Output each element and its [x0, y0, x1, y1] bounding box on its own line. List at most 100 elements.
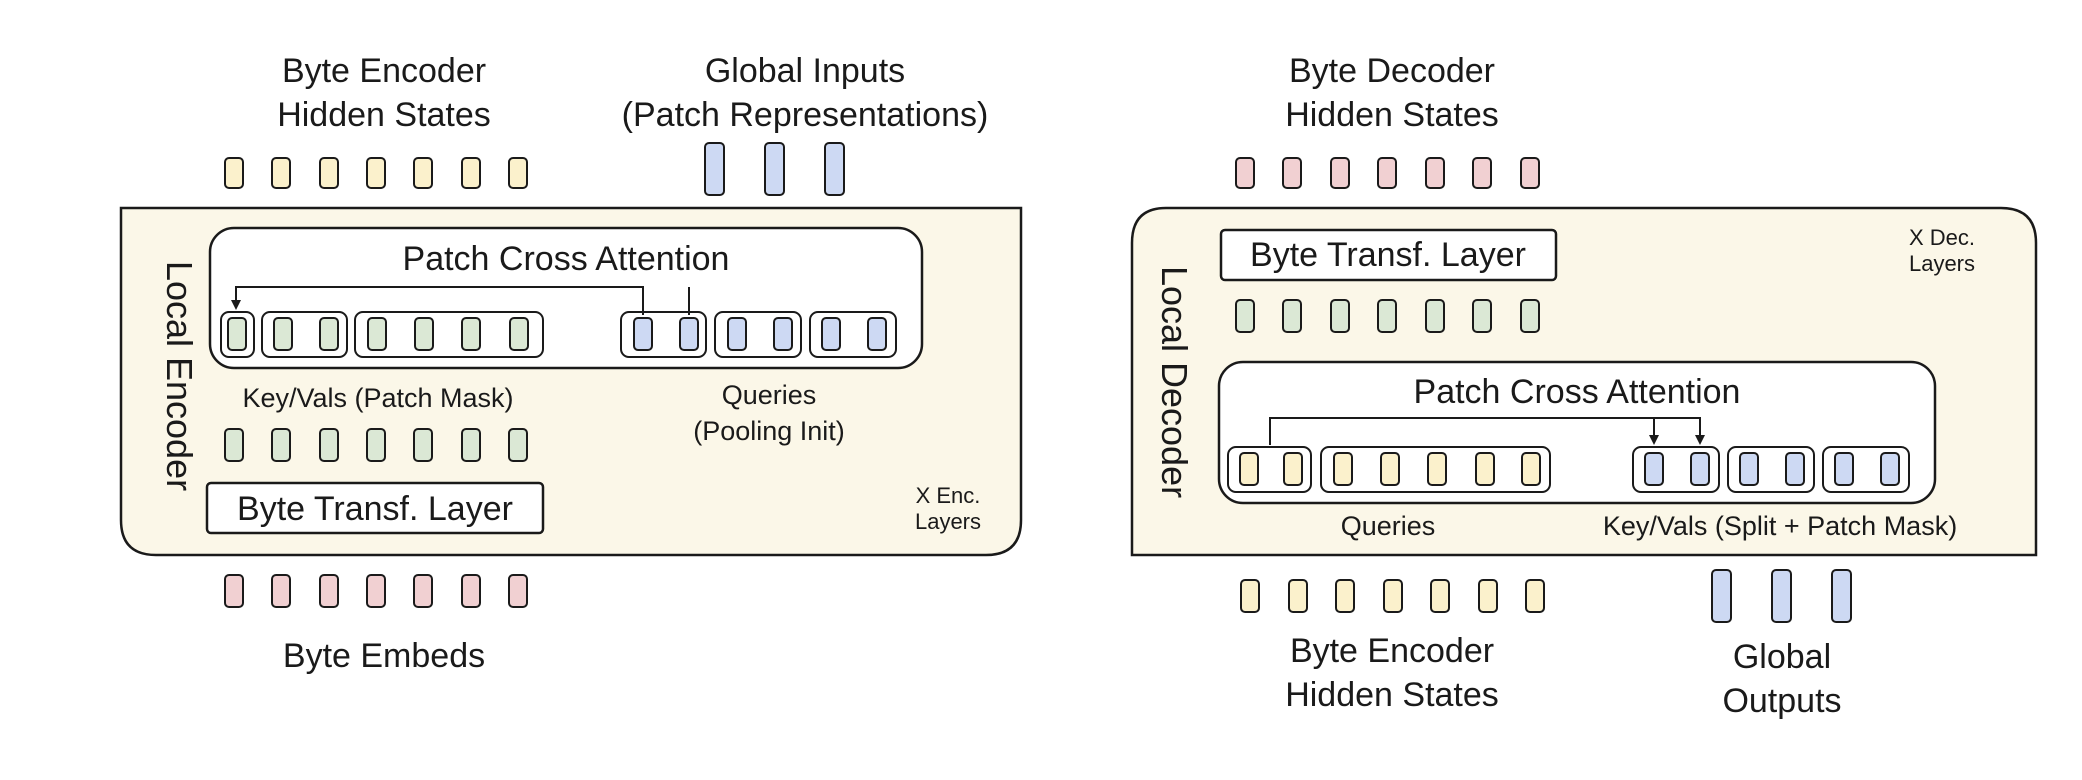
token [273, 317, 293, 351]
patch-group [261, 311, 348, 358]
token [1472, 299, 1492, 333]
token [413, 574, 433, 608]
token [224, 574, 244, 608]
token [224, 157, 244, 189]
decoder-bottom-left-label-line2: Hidden States [1285, 676, 1499, 714]
patch-token [764, 142, 785, 196]
encoder-diagram: Byte Encoder Hidden States Global Inputs… [119, 52, 1023, 675]
global-inputs-label-line2: (Patch Representations) [622, 96, 989, 134]
encoder-query-groups [620, 311, 897, 358]
token [227, 317, 247, 351]
decoder-keyval-groups [1632, 446, 1910, 493]
token [1333, 452, 1353, 486]
token [1380, 452, 1400, 486]
patch-group [620, 311, 707, 358]
encoder-hidden-states-label-line1: Byte Encoder [282, 52, 486, 90]
patch-token [1771, 569, 1792, 623]
global-output-tokens [1711, 569, 1852, 623]
token [1880, 452, 1900, 486]
patch-group [809, 311, 897, 358]
patch-group [1632, 446, 1720, 493]
token [366, 574, 386, 608]
token [1425, 299, 1445, 333]
patch-token [704, 142, 725, 196]
encoder-keyvals-label: Key/Vals (Patch Mask) [242, 383, 513, 413]
byte-embeds-label: Byte Embeds [283, 637, 485, 675]
patch-token [1711, 569, 1732, 623]
token [1644, 452, 1664, 486]
encoder-layers-note-line2: Layers [915, 509, 981, 534]
token [1383, 579, 1403, 613]
local-encoder-label: Local Encoder [159, 261, 200, 491]
token [1240, 579, 1260, 613]
token [508, 574, 528, 608]
token [366, 428, 386, 462]
token [414, 317, 434, 351]
token [1283, 452, 1303, 486]
token [1472, 157, 1492, 189]
encoder-output-tokens [224, 157, 528, 189]
token [1690, 452, 1710, 486]
token [366, 157, 386, 189]
encoder-layers-note-line1: X Enc. [916, 483, 981, 508]
encoder-transformer-layer-label: Byte Transf. Layer [237, 490, 513, 528]
decoder-layers-note-line2: Layers [1909, 251, 1975, 276]
patch-group [1727, 446, 1815, 493]
token [1282, 157, 1302, 189]
token [1377, 299, 1397, 333]
decoder-cross-attention-title: Patch Cross Attention [1414, 373, 1741, 411]
token [319, 317, 339, 351]
byte-embed-tokens [224, 574, 528, 608]
token [1475, 452, 1495, 486]
global-inputs-label-line1: Global Inputs [705, 52, 905, 90]
token [1520, 157, 1540, 189]
token [413, 157, 433, 189]
token [319, 157, 339, 189]
patch-group [1320, 446, 1551, 493]
token [773, 317, 793, 351]
token [319, 574, 339, 608]
token [319, 428, 339, 462]
decoder-layers-note-line1: X Dec. [1909, 225, 1975, 250]
encoder-cross-attention-title: Patch Cross Attention [403, 240, 730, 278]
decoder-attention-arrows [1269, 417, 1705, 445]
decoder-query-groups [1227, 446, 1551, 493]
token [1520, 299, 1540, 333]
encoder-transformer-layer-box [205, 481, 545, 535]
token [867, 317, 887, 351]
global-outputs-label-line1: Global [1733, 638, 1831, 676]
token [821, 317, 841, 351]
token [1235, 299, 1255, 333]
token [1834, 452, 1854, 486]
encoder-queries-label-line1: Queries [722, 380, 817, 410]
decoder-bottom-left-label-line1: Byte Encoder [1290, 632, 1494, 670]
token [1335, 579, 1355, 613]
token [271, 428, 291, 462]
token [461, 317, 481, 351]
token [508, 157, 528, 189]
patch-group [220, 311, 255, 358]
decoder-hidden-states-label-line2: Hidden States [1285, 96, 1499, 134]
token [1330, 157, 1350, 189]
token [413, 428, 433, 462]
token [1330, 299, 1350, 333]
global-outputs-label-line2: Outputs [1722, 682, 1841, 720]
token [508, 428, 528, 462]
token [1430, 579, 1450, 613]
token [679, 317, 699, 351]
token [1239, 452, 1259, 486]
decoder-transformer-layer-box [1219, 228, 1558, 282]
token [1377, 157, 1397, 189]
decoder-keyvals-label: Key/Vals (Split + Patch Mask) [1603, 511, 1957, 541]
token [1282, 299, 1302, 333]
token [1525, 579, 1545, 613]
token [509, 317, 529, 351]
token [461, 574, 481, 608]
token [461, 428, 481, 462]
patch-token [824, 142, 845, 196]
token [367, 317, 387, 351]
token [1739, 452, 1759, 486]
token [1235, 157, 1255, 189]
token [461, 157, 481, 189]
